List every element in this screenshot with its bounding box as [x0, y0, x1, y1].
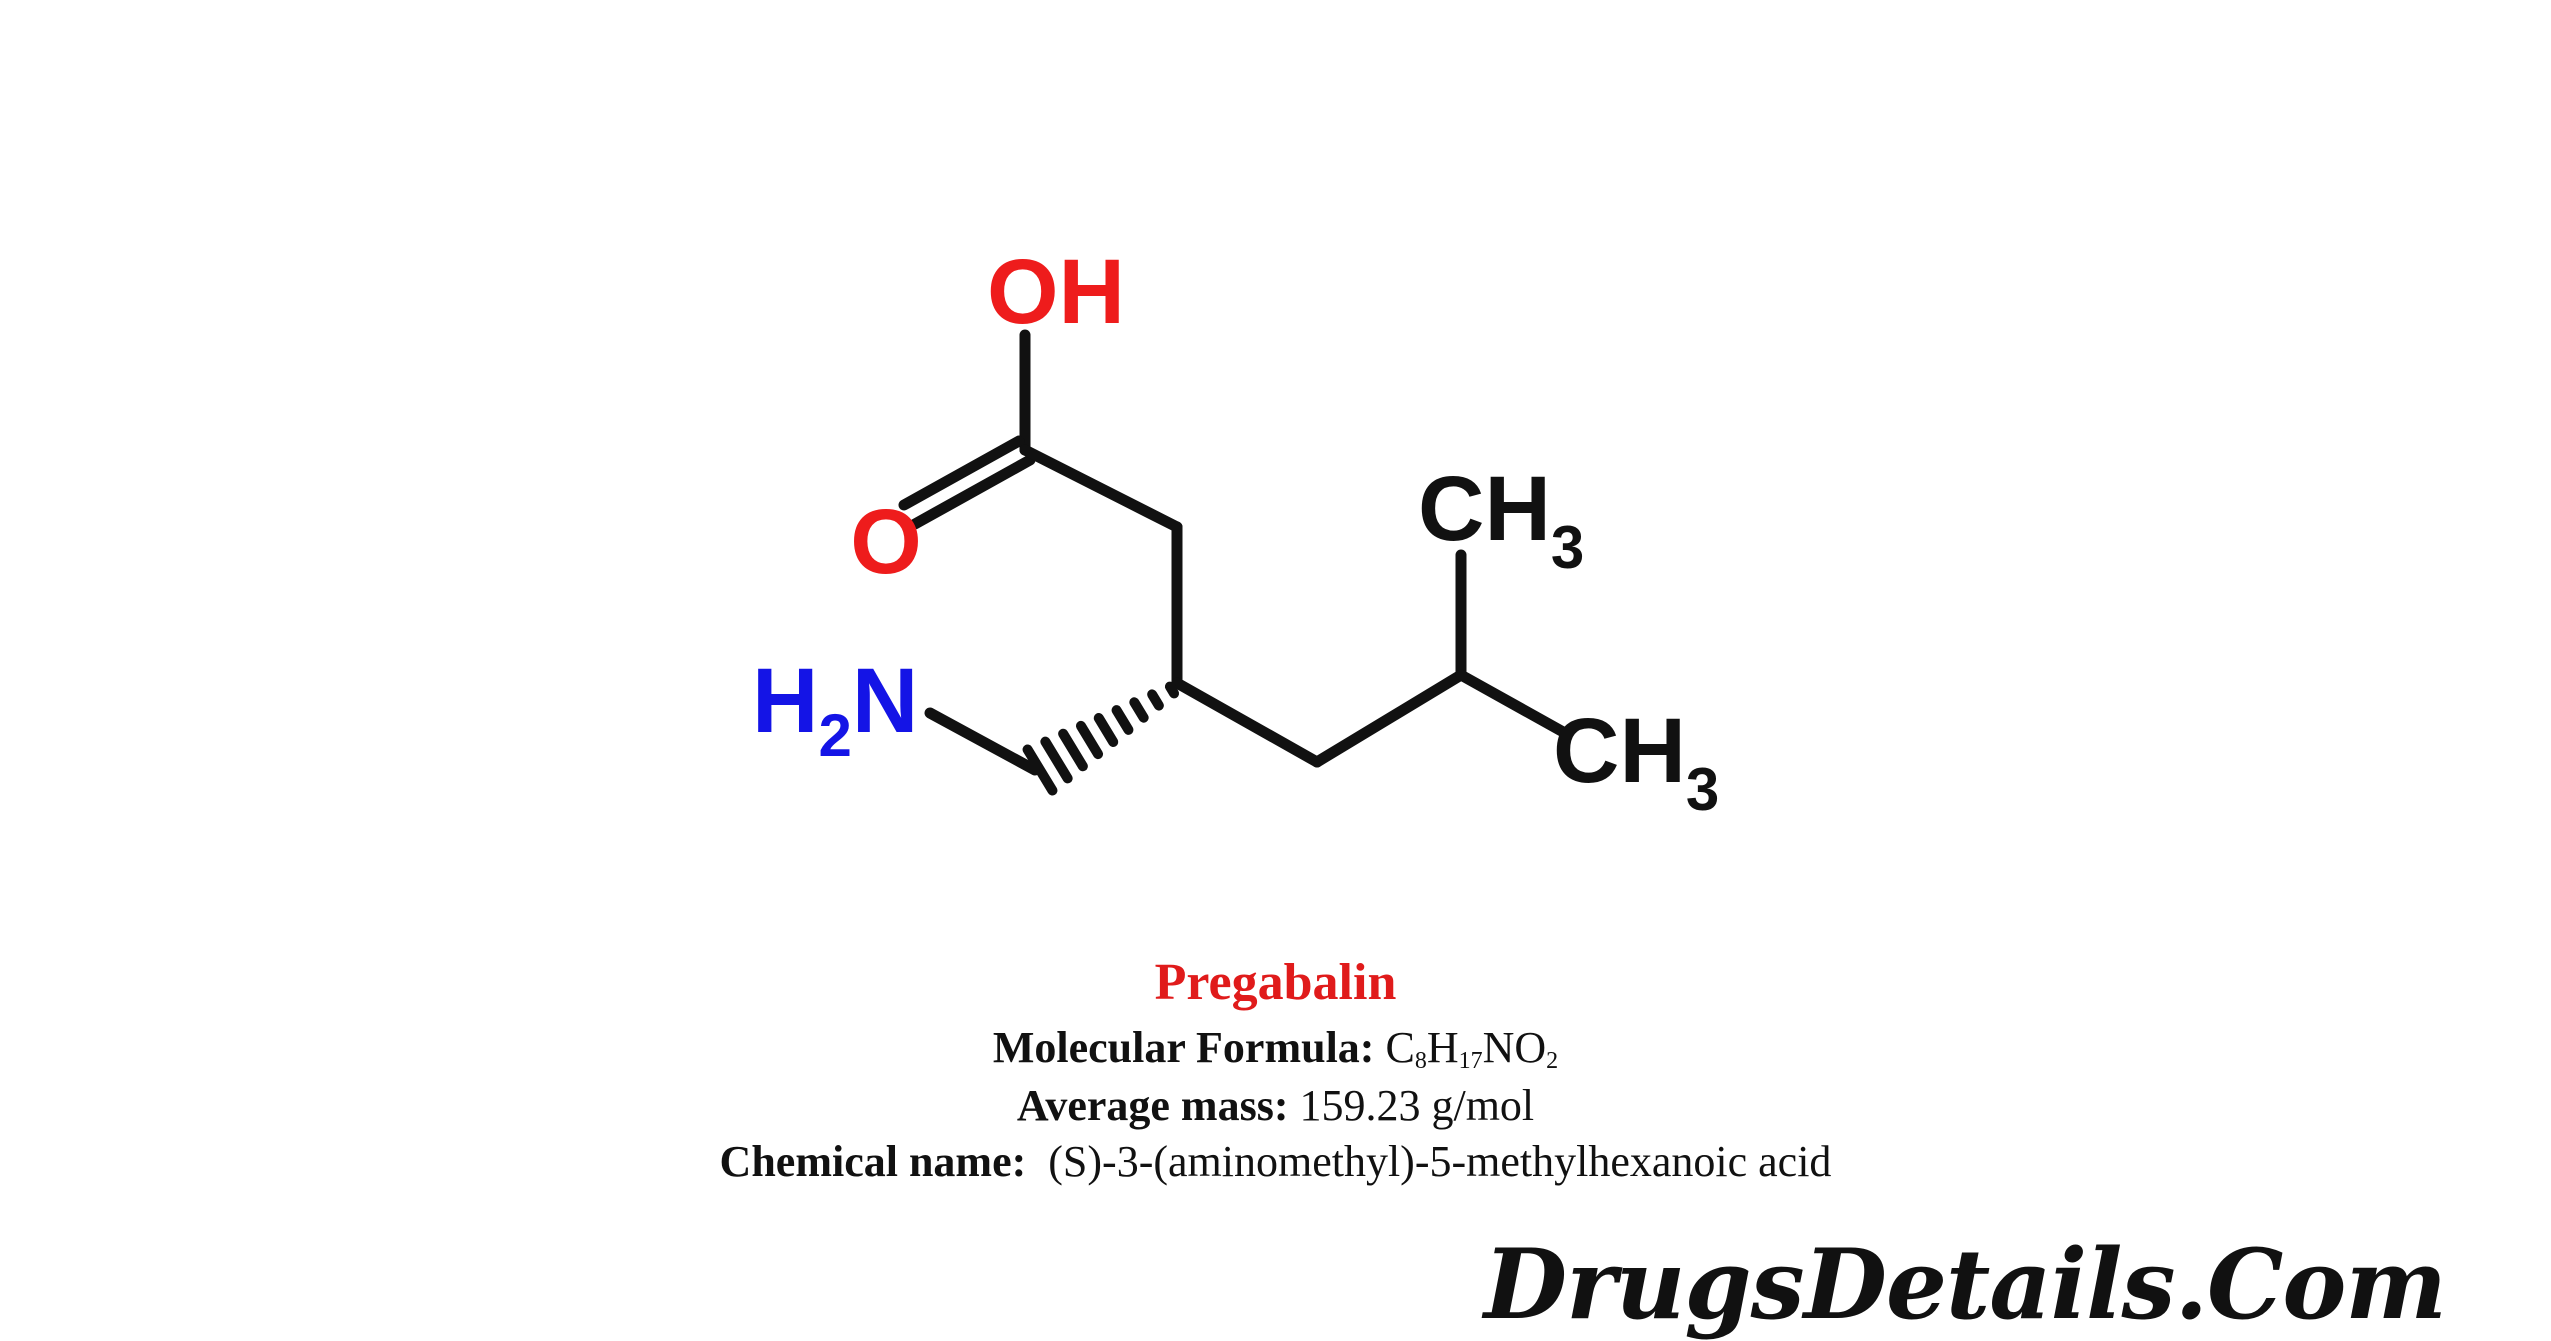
hash-dash: [1147, 689, 1164, 711]
average-mass-value: 159.23 g/mol: [1299, 1081, 1535, 1130]
hash-dash: [1129, 697, 1149, 723]
atom-label-nh2-n: N: [852, 650, 918, 752]
average-mass-label: Average mass:: [1016, 1081, 1289, 1130]
bond-c3-c4: [1171, 677, 1323, 768]
watermark-logo: DrugsDetails.Com: [1483, 1228, 2447, 1341]
bond-c1-o-double-b: [909, 454, 1036, 530]
drug-name: Pregabalin: [1154, 954, 1397, 1011]
atom-label-ch3-top: CH3: [1418, 458, 1584, 581]
molecular-formula-value: C8H17NO2: [1385, 1023, 1559, 1074]
formula-o-count: 2: [1546, 1048, 1559, 1074]
hash-dash: [1093, 713, 1119, 747]
hash-dash: [1040, 736, 1073, 784]
formula-h: H: [1426, 1023, 1459, 1072]
atom-label-ch3-right-subscript: 3: [1686, 756, 1719, 823]
atom-label-ch3-right: CH3: [1553, 700, 1719, 823]
atom-label-nh2-subscript: 2: [818, 702, 851, 769]
atom-label-nh2-h: H: [752, 650, 818, 752]
bond-c5-ch3-right: [1455, 669, 1571, 739]
chemical-name-line: Chemical name: (S)-3-(aminomethyl)-5-met…: [0, 1136, 2551, 1187]
molecular-formula-line: Molecular Formula: C8H17NO2: [0, 1022, 2551, 1075]
atom-label-ch3-top-subscript: 3: [1551, 514, 1584, 581]
chemical-name-value: (S)-3-(aminomethyl)-5-methylhexanoic aci…: [1048, 1137, 1832, 1186]
average-mass-line: Average mass: 159.23 g/mol: [0, 1080, 2551, 1131]
bond-c1-o-double-a: [898, 435, 1025, 511]
hash-dash: [1075, 720, 1104, 760]
atom-label-o: O: [850, 491, 922, 593]
hash-dash: [1164, 681, 1180, 699]
formula-h-count: 17: [1458, 1048, 1483, 1074]
hash-dash: [1022, 744, 1058, 796]
molecular-formula-label: Molecular Formula:: [992, 1023, 1375, 1072]
atom-label-ch3-right-ch: CH: [1553, 700, 1686, 802]
atom-label-oh: OH: [987, 241, 1125, 343]
hash-dash: [1111, 705, 1134, 735]
chemical-name-label: Chemical name:: [719, 1137, 1027, 1186]
bond-ch2-n: [924, 707, 1041, 776]
atom-label-nh2: H2N: [752, 650, 918, 769]
bond-c4-c5: [1311, 669, 1467, 768]
formula-no: NO: [1482, 1023, 1547, 1072]
atom-label-ch3-top-ch: CH: [1418, 458, 1551, 560]
formula-c: C: [1385, 1023, 1415, 1072]
bond-c1-c2: [1019, 444, 1183, 533]
hash-dash: [1058, 728, 1088, 772]
formula-c-count: 8: [1414, 1048, 1427, 1074]
stereo-hashed-wedge-bond: [1022, 681, 1180, 796]
